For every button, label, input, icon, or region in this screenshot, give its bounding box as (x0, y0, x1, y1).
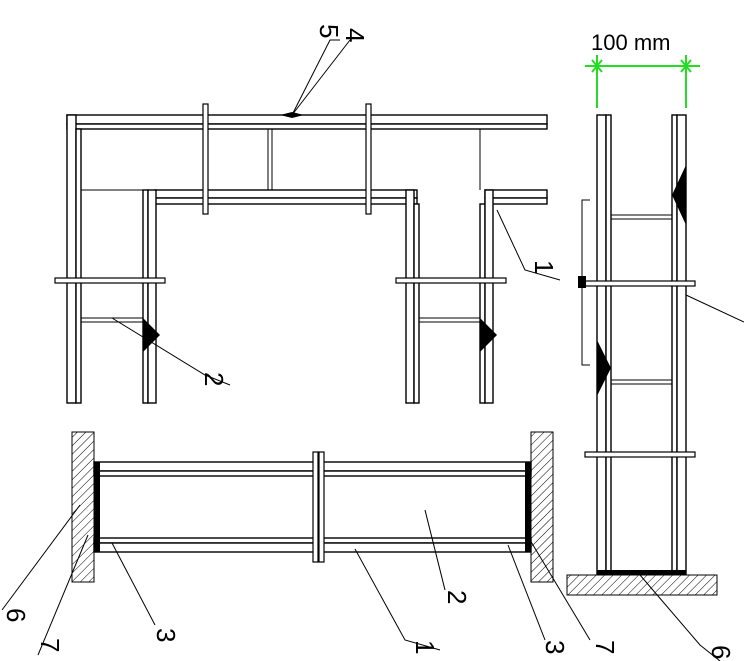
leader-2-left (111, 317, 231, 386)
callout-7-right: 7 (590, 640, 620, 654)
vert-board-right-a (671, 114, 678, 576)
leader-7-right (529, 539, 591, 641)
right-wall-board-b (413, 203, 420, 404)
break-line-4 (395, 277, 507, 284)
top-wall-board-bottom-2 (154, 197, 418, 205)
vert-board-left-b (605, 114, 612, 576)
vert-stud-2 (611, 379, 672, 385)
leader-5 (291, 39, 340, 116)
break-line-1 (202, 103, 209, 215)
right-stub-board-2 (484, 197, 548, 205)
wall-between-masonry (1, 431, 591, 656)
vertical-wall-section (566, 55, 744, 661)
stud-top-middle (267, 129, 273, 190)
vert-sealant-left (597, 340, 611, 396)
callout-2-bottom: 2 (442, 590, 472, 604)
callout-3-right: 3 (540, 640, 570, 654)
left-wall-board-b (75, 128, 82, 404)
top-wall-board-inner (66, 123, 548, 130)
top-wall-board-outer (66, 114, 548, 125)
leader-7 (37, 534, 89, 656)
callout-6: 6 (1, 608, 31, 622)
right-wall-board-d (484, 189, 494, 404)
sealant-right (480, 318, 497, 352)
dimension-label: 100 mm (591, 30, 670, 55)
sealant-left (143, 318, 160, 352)
masonry-left (71, 431, 95, 583)
dimension-tick-right (680, 59, 692, 73)
break-line-6 (318, 451, 325, 563)
floor-seal (597, 570, 686, 575)
leader-6 (1, 504, 81, 611)
right-stub-board (484, 189, 548, 199)
stud-left-wall (81, 317, 143, 323)
break-line-7 (584, 280, 696, 287)
callout-2-left: 2 (199, 372, 229, 386)
leader-3 (111, 542, 156, 626)
end-seal-left (94, 462, 100, 552)
vert-stud-1 (611, 214, 672, 220)
right-wall-board-a (405, 189, 415, 404)
t-junction-plan (54, 39, 561, 404)
vert-sealant-right (672, 165, 686, 225)
leader-4 (291, 39, 351, 116)
leader-3-right (507, 544, 546, 641)
break-line-5 (312, 451, 319, 563)
callout-1-bottom: 1 (410, 640, 440, 654)
top-wall-board-bottom (154, 189, 418, 199)
callout-3: 3 (151, 628, 181, 642)
callout-4: 4 (340, 28, 370, 42)
callout-7: 7 (35, 638, 65, 652)
break-line-2 (365, 103, 372, 215)
vert-bracket-mark (578, 276, 586, 288)
leader-1-bottom (354, 548, 441, 651)
left-wall-board-d (147, 189, 157, 404)
leader-6-floor (639, 574, 721, 661)
break-line-8 (584, 451, 696, 458)
leader-2-bottom (424, 509, 446, 591)
right-wall-board-c (479, 203, 486, 404)
stud-top-left (80, 129, 143, 191)
dimension-tick-left (591, 59, 603, 73)
left-wall-board-c (142, 189, 149, 404)
callout-5: 5 (314, 24, 344, 38)
left-wall-board-a (66, 114, 77, 404)
end-seal-right (525, 462, 531, 552)
callout-6-floor: 6 (706, 645, 736, 659)
leader-right-edge (685, 294, 744, 323)
break-line-3 (54, 277, 166, 284)
stud-right-wall (419, 317, 480, 323)
callout-1-top: 1 (529, 260, 559, 274)
leader-1-top (496, 209, 561, 281)
